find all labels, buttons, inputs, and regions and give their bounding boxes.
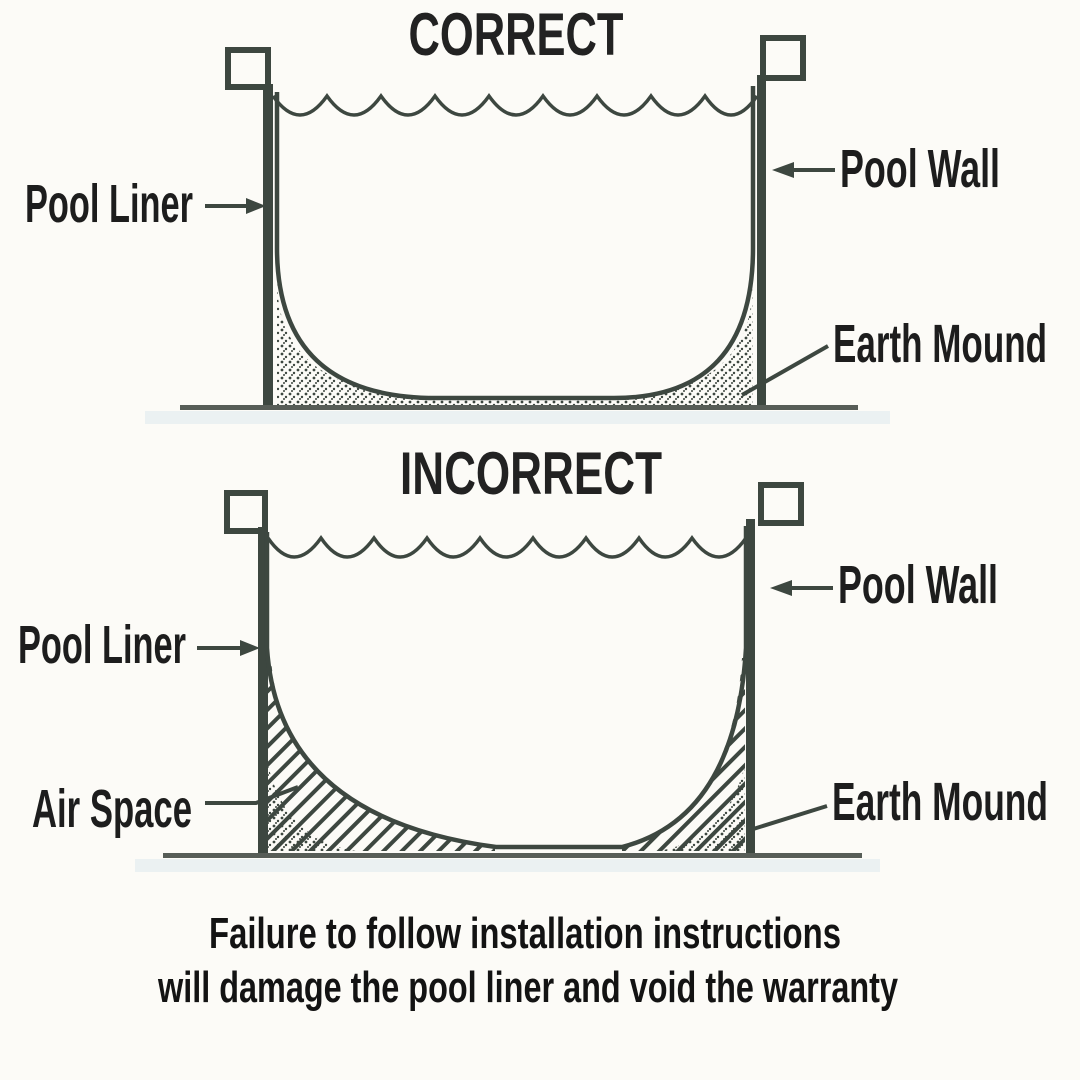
incorrect-earth-mound-pointer	[749, 804, 828, 832]
incorrect-pool-liner-label: Pool Liner	[18, 615, 186, 675]
correct-below-ground-tint	[145, 411, 890, 424]
incorrect-diagram: INCORRECT Pool Wall Pool Liner Air Space…	[18, 440, 1048, 872]
incorrect-left-air-space-hatch	[268, 658, 495, 851]
correct-left-pool-wall	[263, 84, 273, 406]
correct-left-top-rail	[225, 47, 271, 90]
incorrect-left-top-rail	[224, 490, 268, 534]
incorrect-pool-wall-arrowhead	[770, 580, 792, 596]
incorrect-right-earth-mound-fill	[658, 765, 745, 851]
correct-pool-wall-label: Pool Wall	[840, 139, 1000, 199]
incorrect-air-space-label: Air Space	[32, 779, 192, 839]
incorrect-below-ground-tint	[135, 859, 880, 872]
incorrect-right-pool-wall	[746, 519, 755, 855]
incorrect-right-top-rail	[758, 482, 804, 526]
correct-earth-mound-pointer	[741, 344, 829, 397]
warning-line-2: will damage the pool liner and void the …	[157, 963, 898, 1012]
incorrect-left-pool-wall	[258, 527, 268, 855]
warning-text: Failure to follow installation instructi…	[157, 909, 898, 1012]
correct-earth-mound-fill	[277, 280, 753, 406]
correct-earth-mound-label: Earth Mound	[833, 314, 1047, 374]
correct-diagram: CORRECT Pool Liner Pool Wall Earth Mound	[25, 1, 1047, 424]
incorrect-pool-wall-label: Pool Wall	[838, 555, 998, 615]
incorrect-earth-mound-label: Earth Mound	[832, 772, 1048, 832]
correct-pool-liner-arrowhead	[246, 198, 266, 214]
warning-line-1: Failure to follow installation instructi…	[209, 909, 841, 958]
incorrect-pool-liner-arrowhead	[240, 640, 260, 656]
incorrect-left-earth-mound-fill	[268, 765, 356, 851]
incorrect-water-line	[266, 534, 748, 559]
incorrect-right-air-space-hatch	[622, 658, 745, 851]
correct-title: CORRECT	[409, 1, 624, 68]
correct-pool-liner-line	[274, 86, 756, 401]
incorrect-ground-line	[163, 853, 862, 858]
incorrect-title: INCORRECT	[400, 440, 662, 507]
correct-ground-line	[180, 405, 858, 410]
correct-right-pool-wall	[757, 75, 766, 406]
correct-pool-liner-label: Pool Liner	[25, 174, 193, 234]
incorrect-pool-liner-line	[264, 526, 749, 850]
correct-water-line	[271, 92, 759, 117]
correct-right-top-rail	[760, 35, 806, 81]
incorrect-air-space-pointer	[205, 785, 299, 805]
correct-pool-wall-arrowhead	[772, 162, 794, 178]
